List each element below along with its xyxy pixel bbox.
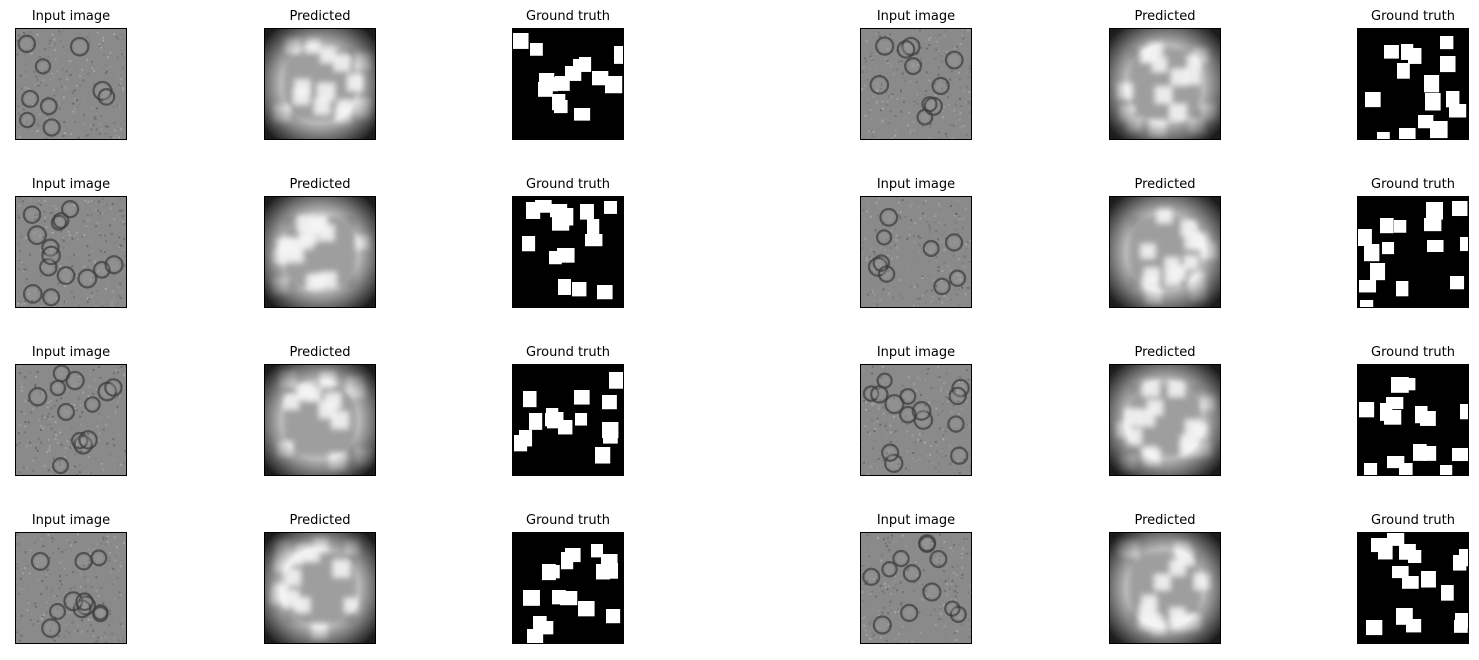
panel-title: Ground truth: [526, 177, 610, 192]
panel-title: Input image: [876, 513, 956, 528]
input-image: [860, 28, 972, 140]
predicted-image-graphic: [265, 533, 375, 643]
truth-image-graphic: [513, 365, 623, 475]
truth-image: [512, 364, 624, 476]
predicted-image-graphic: [1110, 29, 1220, 139]
panel-title: Input image: [31, 9, 111, 24]
input-image: [860, 196, 972, 308]
truth-image-graphic: [1358, 29, 1468, 139]
input-image: [15, 532, 127, 644]
predicted-image-graphic: [265, 29, 375, 139]
truth-image: [1357, 196, 1469, 308]
predicted-image: [264, 532, 376, 644]
input-image-graphic: [861, 533, 971, 643]
panel-title: Predicted: [289, 513, 351, 528]
input-image: [15, 28, 127, 140]
input-image-graphic: [861, 29, 971, 139]
predicted-image-graphic: [1110, 533, 1220, 643]
truth-image: [512, 196, 624, 308]
panel-title: Predicted: [289, 177, 351, 192]
truth-image: [1357, 364, 1469, 476]
panel-title: Input image: [876, 345, 956, 360]
predicted-image: [264, 196, 376, 308]
panel-title: Predicted: [1134, 513, 1196, 528]
panel-title: Ground truth: [1371, 513, 1455, 528]
panel-title: Input image: [31, 513, 111, 528]
truth-image-graphic: [513, 29, 623, 139]
truth-image-graphic: [1358, 533, 1468, 643]
panel-title: Input image: [876, 9, 956, 24]
truth-image-graphic: [1358, 197, 1468, 307]
predicted-image: [264, 364, 376, 476]
truth-image: [512, 532, 624, 644]
panel-title: Ground truth: [526, 9, 610, 24]
input-image-graphic: [16, 533, 126, 643]
panel-title: Predicted: [1134, 9, 1196, 24]
panel-title: Ground truth: [526, 513, 610, 528]
truth-image: [1357, 28, 1469, 140]
predicted-image-graphic: [265, 365, 375, 475]
truth-image-graphic: [1358, 365, 1468, 475]
panel-title: Predicted: [1134, 345, 1196, 360]
truth-image-graphic: [513, 533, 623, 643]
predicted-image: [1109, 364, 1221, 476]
panel-title: Predicted: [289, 345, 351, 360]
predicted-image-graphic: [1110, 197, 1220, 307]
panel-title: Ground truth: [1371, 345, 1455, 360]
panel-title: Predicted: [289, 9, 351, 24]
predicted-image: [1109, 196, 1221, 308]
panel-title: Ground truth: [1371, 177, 1455, 192]
predicted-image: [1109, 28, 1221, 140]
input-image: [15, 364, 127, 476]
input-image: [860, 364, 972, 476]
input-image: [860, 532, 972, 644]
panel-title: Ground truth: [526, 345, 610, 360]
panel-title: Predicted: [1134, 177, 1196, 192]
input-image-graphic: [861, 365, 971, 475]
truth-image-graphic: [513, 197, 623, 307]
input-image-graphic: [861, 197, 971, 307]
predicted-image: [1109, 532, 1221, 644]
panel-title: Input image: [31, 345, 111, 360]
predicted-image-graphic: [265, 197, 375, 307]
panel-title: Input image: [31, 177, 111, 192]
truth-image: [512, 28, 624, 140]
input-image: [15, 196, 127, 308]
predicted-image: [264, 28, 376, 140]
predicted-image-graphic: [1110, 365, 1220, 475]
input-image-graphic: [16, 29, 126, 139]
panel-title: Input image: [876, 177, 956, 192]
panel-title: Ground truth: [1371, 9, 1455, 24]
truth-image: [1357, 532, 1469, 644]
input-image-graphic: [16, 197, 126, 307]
input-image-graphic: [16, 365, 126, 475]
